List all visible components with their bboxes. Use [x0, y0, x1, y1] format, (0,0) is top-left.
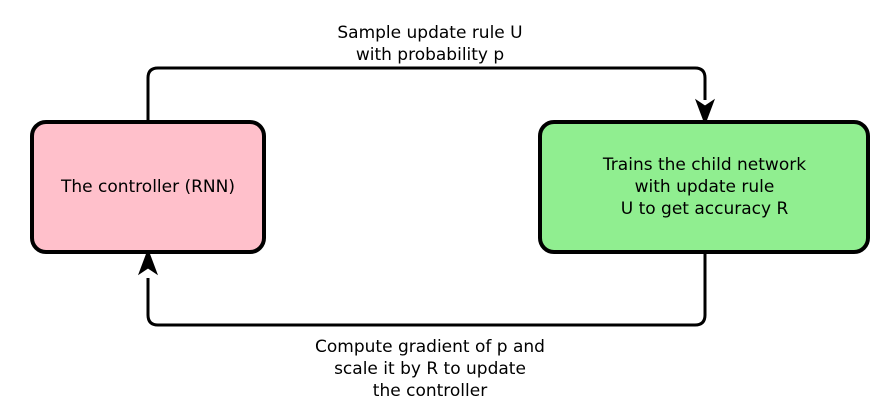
- node-label-controller: The controller (RNN): [60, 177, 236, 197]
- edge-controller-to-trainer-line: [146, 66, 707, 122]
- edge-label-compute-gradient: Compute gradient of p and scale it by R …: [315, 337, 545, 401]
- arrowhead-up-icon: [137, 248, 159, 276]
- arrowhead-down-icon: [694, 98, 716, 126]
- node-controller-shape[interactable]: [30, 120, 266, 254]
- node-trainer-shape[interactable]: [538, 120, 870, 254]
- edge-trainer-to-controller-line: [146, 252, 707, 327]
- edge-label-sample-update-rule: Sample update rule U with probability p: [337, 23, 523, 65]
- node-label-trainer: Trains the child network with update rul…: [602, 155, 807, 219]
